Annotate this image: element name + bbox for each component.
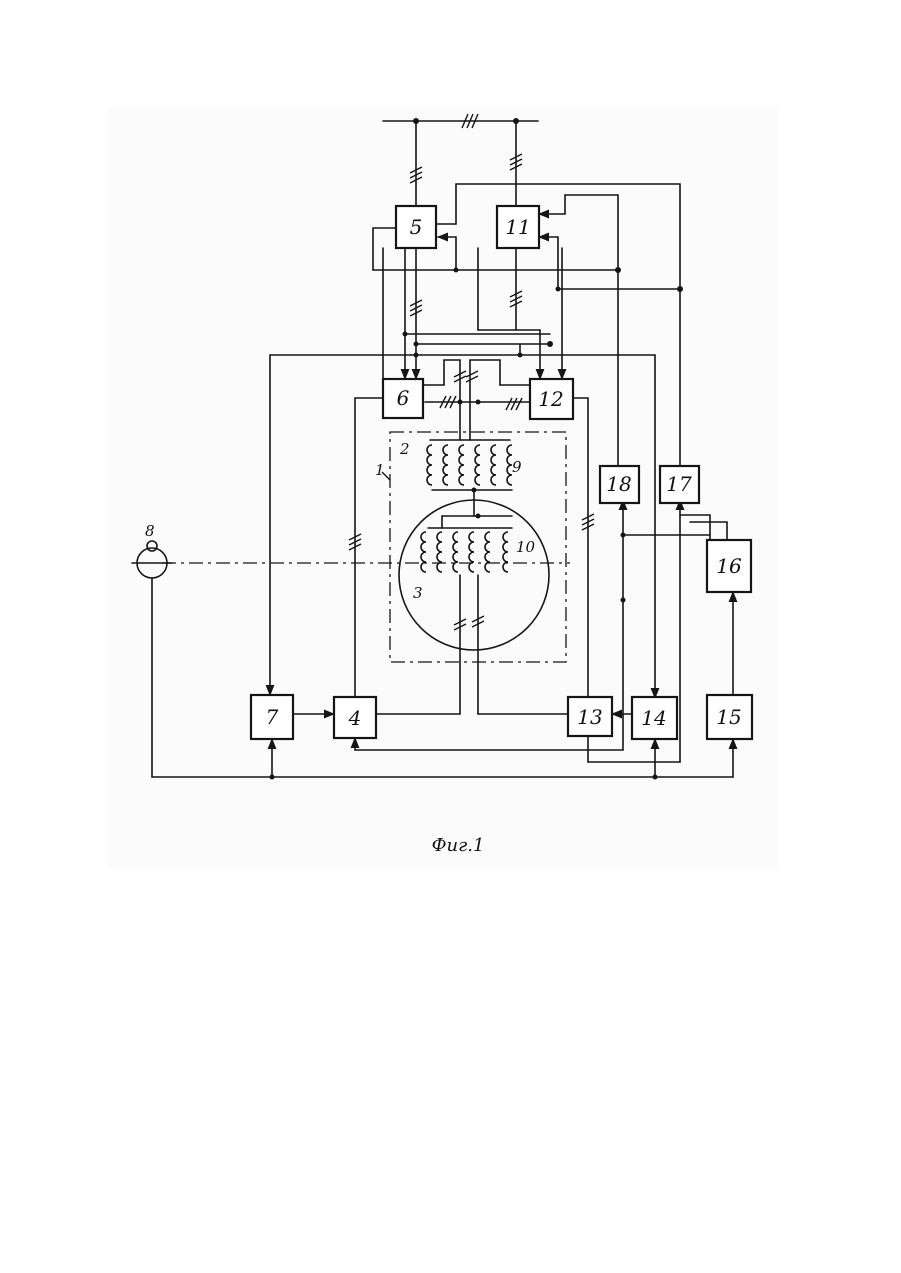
block-4: 4 (334, 697, 376, 738)
svg-text:13: 13 (577, 705, 602, 729)
block-11: 11 (497, 206, 539, 248)
supply-bus (383, 114, 538, 128)
block-7: 7 (251, 695, 293, 739)
svg-text:7: 7 (266, 705, 279, 729)
block-18: 18 (600, 466, 639, 503)
block-17: 17 (660, 466, 699, 503)
block-15: 15 (707, 695, 752, 739)
block-6: 6 (383, 379, 423, 418)
block-16: 16 (707, 540, 751, 592)
ref-9: 9 (512, 458, 522, 476)
svg-text:15: 15 (716, 705, 741, 729)
rotor-windings (421, 514, 512, 715)
upper-feeder-to-7-and-14 (270, 344, 655, 698)
figure-caption: Фиг.1 (432, 835, 485, 856)
svg-text:17: 17 (666, 472, 692, 496)
bus-feeders (410, 121, 522, 206)
tachogenerator-8 (132, 541, 172, 578)
ref-10: 10 (516, 538, 536, 556)
svg-text:18: 18 (606, 472, 631, 496)
svg-text:4: 4 (348, 706, 362, 730)
block-12: 12 (530, 379, 573, 419)
ref-2: 2 (399, 440, 410, 458)
svg-text:11: 11 (505, 215, 530, 239)
svg-text:12: 12 (538, 387, 563, 411)
ref-3: 3 (413, 584, 423, 602)
svg-text:16: 16 (716, 554, 742, 578)
ref-1: 1 (375, 461, 385, 479)
block-5: 5 (396, 206, 436, 248)
ref-8: 8 (145, 522, 155, 540)
svg-text:14: 14 (641, 706, 666, 730)
block-13: 13 (568, 697, 612, 736)
svg-text:6: 6 (397, 386, 410, 410)
block-14: 14 (632, 697, 677, 739)
svg-text:5: 5 (410, 215, 423, 239)
